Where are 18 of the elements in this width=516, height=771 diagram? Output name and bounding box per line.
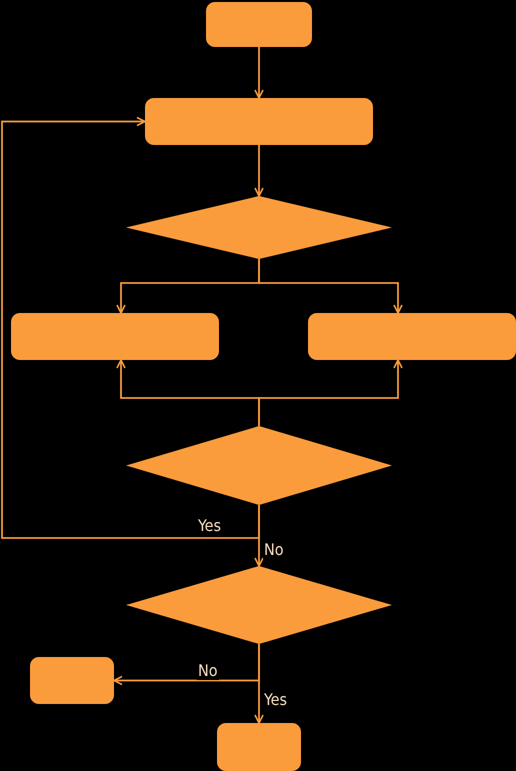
arrow: [258, 259, 403, 314]
decision-diamond: [126, 566, 392, 644]
edge-label: No: [263, 541, 285, 559]
decision-diamond: [126, 426, 392, 505]
edge-label: No: [197, 662, 219, 680]
process-box: [30, 657, 114, 704]
process-box: [217, 723, 301, 771]
arrow: [254, 145, 264, 197]
process-box: [206, 2, 312, 47]
decision-diamond: [126, 196, 392, 259]
process-box: [145, 98, 373, 145]
arrow: [254, 644, 264, 724]
arrow: [254, 505, 264, 567]
arrow: [254, 47, 264, 99]
process-box: [308, 313, 516, 360]
process-box: [11, 313, 219, 360]
arrow: [258, 359, 403, 426]
arrow: [1, 116, 260, 539]
